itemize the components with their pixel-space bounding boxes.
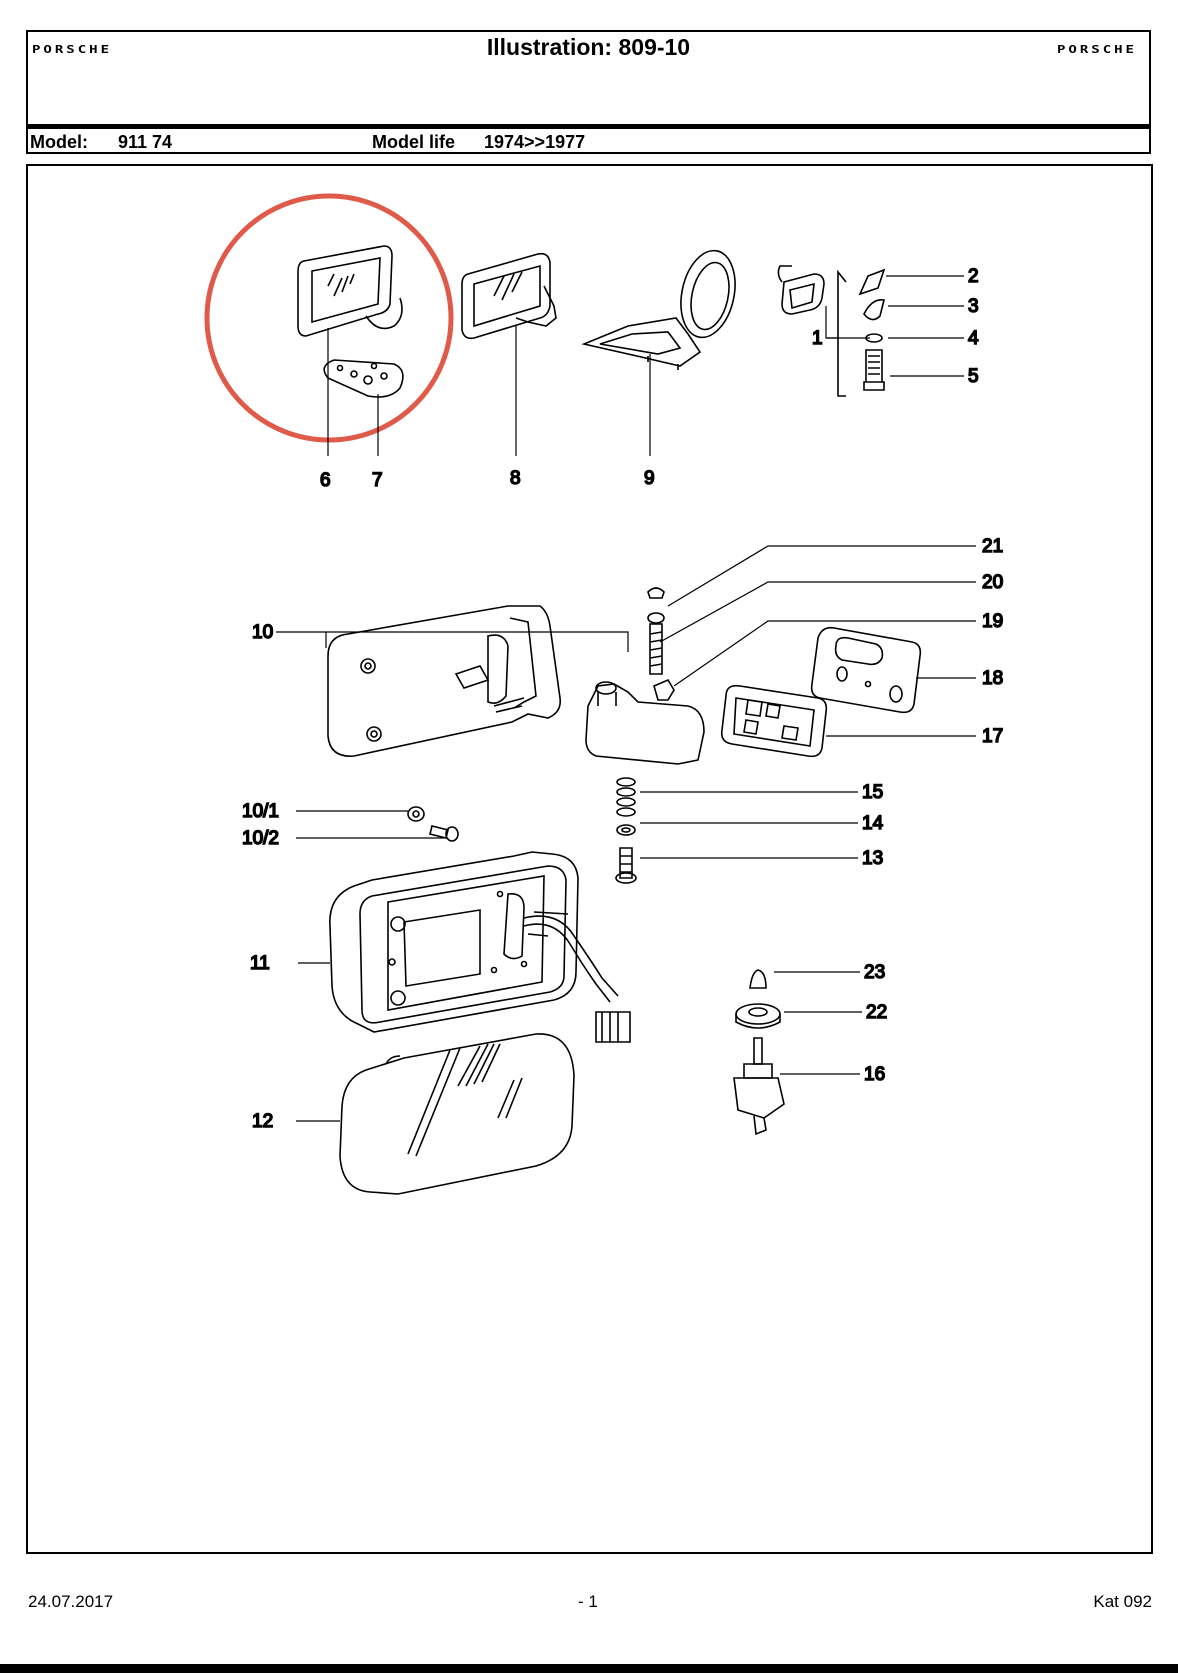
callout-15: 19: [982, 611, 1003, 632]
part-6-mirror: [297, 245, 403, 337]
callout-3: 3: [968, 296, 979, 317]
model-label: Model:: [30, 132, 88, 152]
callout-18: 13: [862, 848, 883, 869]
brand-logo-right: PORSCHE: [1056, 44, 1137, 56]
model-value: 911 74: [118, 132, 173, 152]
part-8-mirror: [461, 252, 557, 340]
callout-12: 12: [252, 1111, 273, 1132]
footer-page: - 1: [578, 1592, 598, 1611]
model-life-label: Model life: [372, 132, 456, 152]
callout-14: 18: [982, 668, 1003, 689]
callout-11: 11: [250, 953, 270, 974]
part-9-round-mirror: [581, 249, 736, 370]
part-1-assembly: [777, 265, 886, 397]
page-title: Illustration: 809-10: [486, 34, 691, 60]
callout-13: 17: [982, 726, 1003, 747]
callout-20: 15: [862, 782, 883, 803]
part-19-washer: [616, 824, 636, 836]
callout-23: 23: [864, 962, 885, 983]
part-21-switch: [733, 1037, 785, 1136]
callout-10-2: 10/2: [242, 828, 279, 849]
part-18-screw: [615, 847, 637, 884]
illustration-frame: 6 7 8 9 1 2 3 4 5 10 21 20 19 18 17 10/1…: [26, 164, 1153, 1554]
callout-16: 20: [982, 572, 1003, 593]
callout-2: 2: [968, 266, 979, 287]
callout-10: 10: [252, 622, 273, 643]
parts-diagram: 6 7 8 9 1 2 3 4 5 10 21 20 19 18 17 10/1…: [204, 193, 1004, 1195]
part-10-housing: [327, 605, 562, 757]
brand-logo-left: PORSCHE: [32, 44, 113, 56]
callout-21: 16: [864, 1064, 885, 1085]
callout-17: 21: [982, 536, 1003, 557]
callout-4: 4: [968, 328, 979, 349]
model-info-bar: Model: 911 74 Model life 1974>>1977: [26, 126, 1151, 154]
footer-date: 24.07.2017: [28, 1592, 114, 1611]
bottom-bar: [0, 1664, 1178, 1673]
leader-lines: [276, 275, 976, 1122]
part-7-base-plate: [323, 359, 404, 398]
part-22-grommet: [735, 1003, 781, 1029]
callout-7: 7: [372, 470, 383, 491]
callout-22: 22: [866, 1002, 887, 1023]
part-10-1-nut: [407, 806, 425, 822]
callout-5: 5: [968, 366, 979, 387]
callout-19: 14: [862, 813, 884, 834]
callout-9: 9: [644, 468, 655, 489]
part-12-glass: [339, 1033, 575, 1195]
header-box: PORSCHE Illustration: 809-10 PORSCHE: [26, 30, 1151, 126]
part-15-clip: [653, 678, 675, 701]
callout-6: 6: [320, 470, 331, 491]
mount-bracket: [585, 681, 705, 765]
footer-catalog: Kat 092: [1093, 1592, 1152, 1611]
part-17-cap: [647, 587, 665, 599]
model-life-value: 1974>>1977: [484, 132, 586, 152]
part-11-mirror-body: [329, 851, 631, 1043]
part-23-cap: [749, 969, 767, 989]
part-16-screw: [647, 612, 665, 675]
callout-1: 1: [812, 328, 823, 349]
highlight-circle: [204, 193, 454, 443]
callout-8: 8: [510, 468, 521, 489]
part-13-switch-plate: [720, 684, 828, 758]
part-14-gasket: [810, 626, 922, 714]
part-20-spring: [616, 777, 636, 817]
callout-10-1: 10/1: [242, 801, 279, 822]
part-10-2-screw: [429, 825, 459, 842]
